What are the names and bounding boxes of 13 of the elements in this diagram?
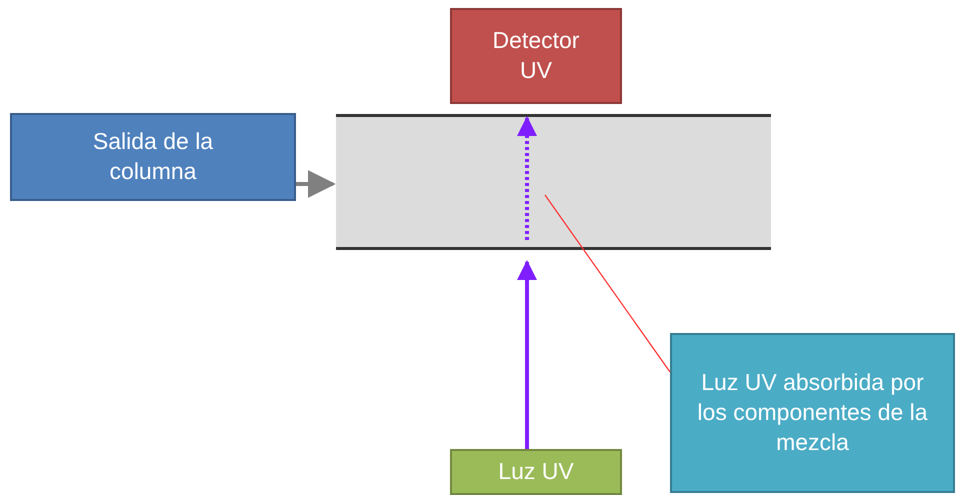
callout-box (670, 333, 955, 493)
node-label: Luz UV (498, 457, 574, 486)
process-box (10, 113, 296, 201)
node-label: Salida de la columna (92, 127, 214, 186)
flow-cell-band (336, 114, 771, 250)
node-label: Detector UV (492, 26, 580, 85)
node-label: Luz UV absorbida por los componentes de la mezcla (696, 368, 929, 457)
arrow (517, 260, 537, 449)
arrow (517, 116, 537, 240)
leader-line (544, 194, 670, 372)
arrow (296, 170, 336, 198)
detector-box (450, 8, 622, 104)
light-source-box (450, 449, 622, 495)
